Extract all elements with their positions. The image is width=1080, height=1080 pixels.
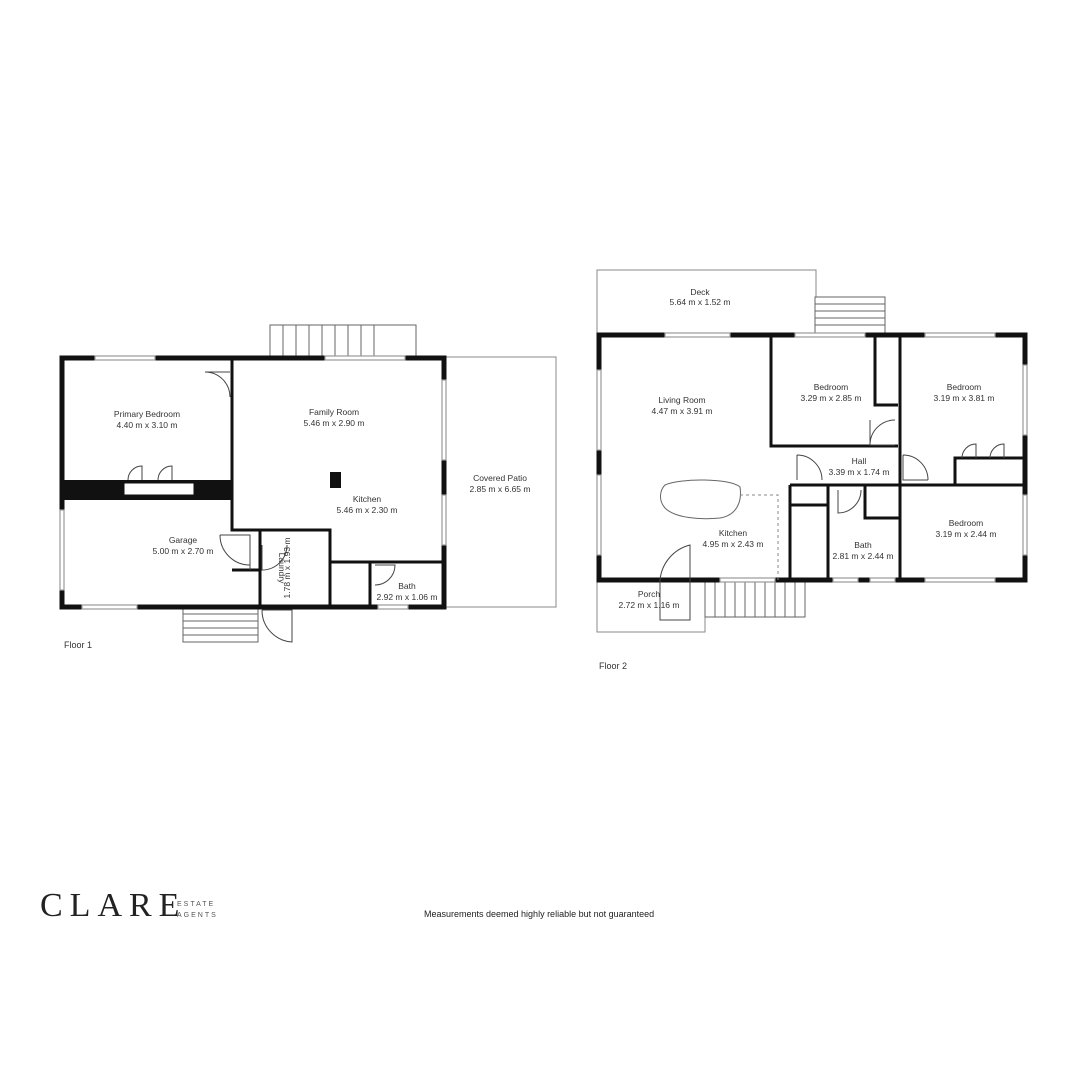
logo-sub-line2: AGENTS (177, 912, 218, 919)
bedroom-a-name: Bedroom (814, 382, 849, 392)
hall-dims: 3.39 m x 1.74 m (829, 467, 890, 477)
deck-name: Deck (690, 287, 710, 297)
hall-name: Hall (852, 456, 867, 466)
covered-patio-name: Covered Patio (473, 473, 527, 483)
laundry-dims: 1.78 m x 1.93 m (282, 538, 292, 599)
floor1-bottom-stairs (182, 606, 259, 643)
floor1-bath-name: Bath (398, 581, 416, 591)
logo-sub-line1: ESTATE (177, 901, 215, 908)
covered-patio-dims: 2.85 m x 6.65 m (470, 484, 531, 494)
floor2-plan: Deck 5.64 m x 1.52 m Living Room 4.47 m … (596, 269, 1028, 671)
floor1-kitchen-dims: 5.46 m x 2.30 m (337, 505, 398, 515)
floor1-top-stairs (269, 324, 417, 359)
logo-name: CLARE (40, 887, 186, 924)
porch-dims: 2.72 m x 1.16 m (619, 600, 680, 610)
bedroom-b-name: Bedroom (947, 382, 982, 392)
primary-bedroom-name: Primary Bedroom (114, 409, 180, 419)
laundry-name: Laundry (277, 553, 287, 584)
floor1-bath-dims: 2.92 m x 1.06 m (377, 592, 438, 602)
porch-stairs (704, 581, 806, 618)
floor2-bath-name: Bath (854, 540, 872, 550)
disclaimer-text: Measurements deemed highly reliable but … (424, 909, 654, 919)
bedroom-a-dims: 3.29 m x 2.85 m (801, 393, 862, 403)
floor1-kitchen-name: Kitchen (353, 494, 382, 504)
floor2-kitchen-name: Kitchen (719, 528, 748, 538)
floor2-bath-dims: 2.81 m x 2.44 m (833, 551, 894, 561)
kitchen-island (660, 479, 741, 520)
garage-name: Garage (169, 535, 198, 545)
porch-name: Porch (638, 589, 660, 599)
floor1-label: Floor 1 (64, 640, 92, 650)
floor2-kitchen-dims: 4.95 m x 2.43 m (703, 539, 764, 549)
bedroom-c-dims: 3.19 m x 2.44 m (936, 529, 997, 539)
deck-dims: 5.64 m x 1.52 m (670, 297, 731, 307)
brand-logo: CLARE ESTATE AGENTS (40, 887, 218, 924)
bedroom-c-name: Bedroom (949, 518, 984, 528)
floor2-label: Floor 2 (599, 661, 627, 671)
primary-bedroom-dims: 4.40 m x 3.10 m (117, 420, 178, 430)
fireplace-icon (330, 472, 341, 488)
deck-stairs (814, 296, 886, 334)
floor1-plan: Primary Bedroom 4.40 m x 3.10 m Family R… (59, 324, 557, 650)
family-room-name: Family Room (309, 407, 359, 417)
bedroom-b-dims: 3.19 m x 3.81 m (934, 393, 995, 403)
garage-dims: 5.00 m x 2.70 m (153, 546, 214, 556)
living-room-name: Living Room (658, 395, 705, 405)
living-room-dims: 4.47 m x 3.91 m (652, 406, 713, 416)
family-room-dims: 5.46 m x 2.90 m (304, 418, 365, 428)
